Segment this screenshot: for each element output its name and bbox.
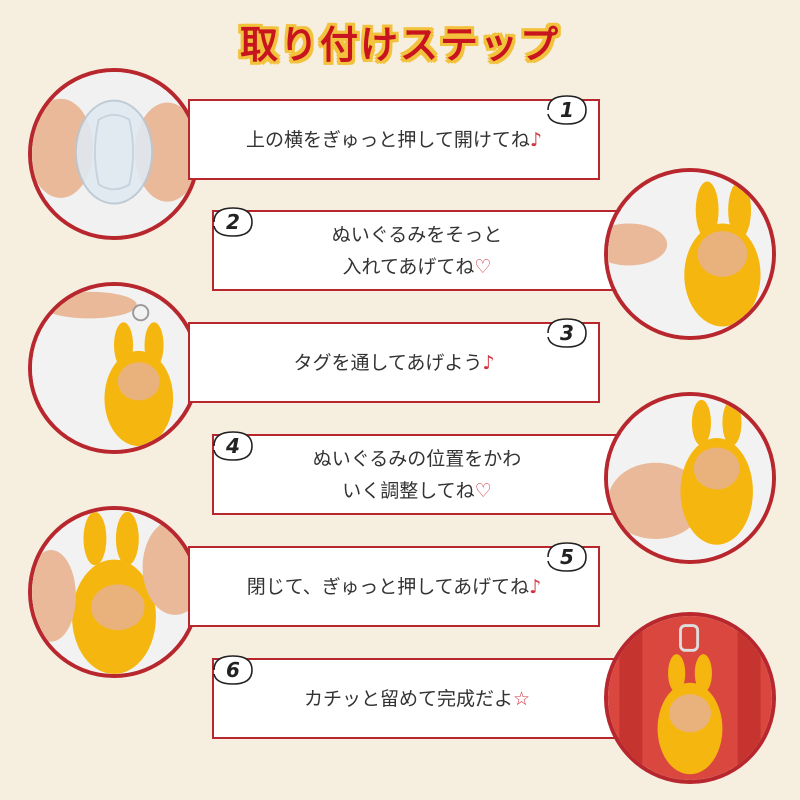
step-4-card: ぬいぐるみの位置をかわ いく調整してね♡	[212, 434, 622, 515]
step-2-card: ぬいぐるみをそっと 入れてあげてね♡	[212, 210, 622, 291]
step-4-text: ぬいぐるみの位置をかわ いく調整してね	[312, 447, 522, 502]
step-6-badge: 6	[208, 652, 258, 688]
step-1-text: 上の横をぎゅっと押して開けてね	[245, 128, 530, 151]
step-3-note: ♪	[482, 351, 495, 374]
step-3-photo	[28, 282, 200, 454]
step-3-badge: 3	[542, 315, 592, 351]
step-5-badge: 5	[542, 539, 592, 575]
step-5-note: ♪	[529, 575, 542, 598]
step-5-card: 閉じて、ぎゅっと押してあげてね♪	[188, 546, 600, 627]
step-5-number: 5	[560, 545, 574, 569]
step-2-text: ぬいぐるみをそっと 入れてあげてね	[331, 223, 503, 278]
step-6-photo	[604, 612, 776, 784]
toy-tag-icon	[32, 286, 196, 450]
step-2-photo	[604, 168, 776, 340]
hands-open-case-icon	[32, 72, 196, 236]
toy-insert-icon	[608, 172, 772, 336]
step-5-text: 閉じて、ぎゅっと押してあげてね	[246, 575, 530, 598]
step-4-photo	[604, 392, 776, 564]
bag-attach-icon	[608, 616, 772, 780]
step-1-photo	[28, 68, 200, 240]
step-1-number: 1	[560, 98, 574, 122]
step-5-photo	[28, 506, 200, 678]
step-3-text: タグを通してあげよう	[293, 351, 483, 374]
step-6-number: 6	[226, 658, 240, 682]
step-6-card: カチッと留めて完成だよ☆	[212, 658, 622, 739]
step-2-badge: 2	[208, 204, 258, 240]
step-6-text: カチッと留めて完成だよ	[303, 687, 513, 710]
step-1-card: 上の横をぎゅっと押して開けてね♪	[188, 99, 600, 180]
step-3-card: タグを通してあげよう♪	[188, 322, 600, 403]
step-2-number: 2	[226, 210, 240, 234]
step-4-note: ♡	[474, 479, 492, 502]
toy-adjust-icon	[608, 396, 772, 560]
step-1-badge: 1	[542, 92, 592, 128]
step-1-note: ♪	[529, 128, 542, 151]
step-6-note: ☆	[512, 687, 531, 710]
case-close-icon	[32, 510, 196, 674]
step-4-number: 4	[226, 434, 240, 458]
step-4-badge: 4	[208, 428, 258, 464]
step-2-note: ♡	[474, 255, 492, 278]
page-title: 取り付けステップ	[239, 23, 560, 67]
step-3-number: 3	[560, 321, 574, 345]
